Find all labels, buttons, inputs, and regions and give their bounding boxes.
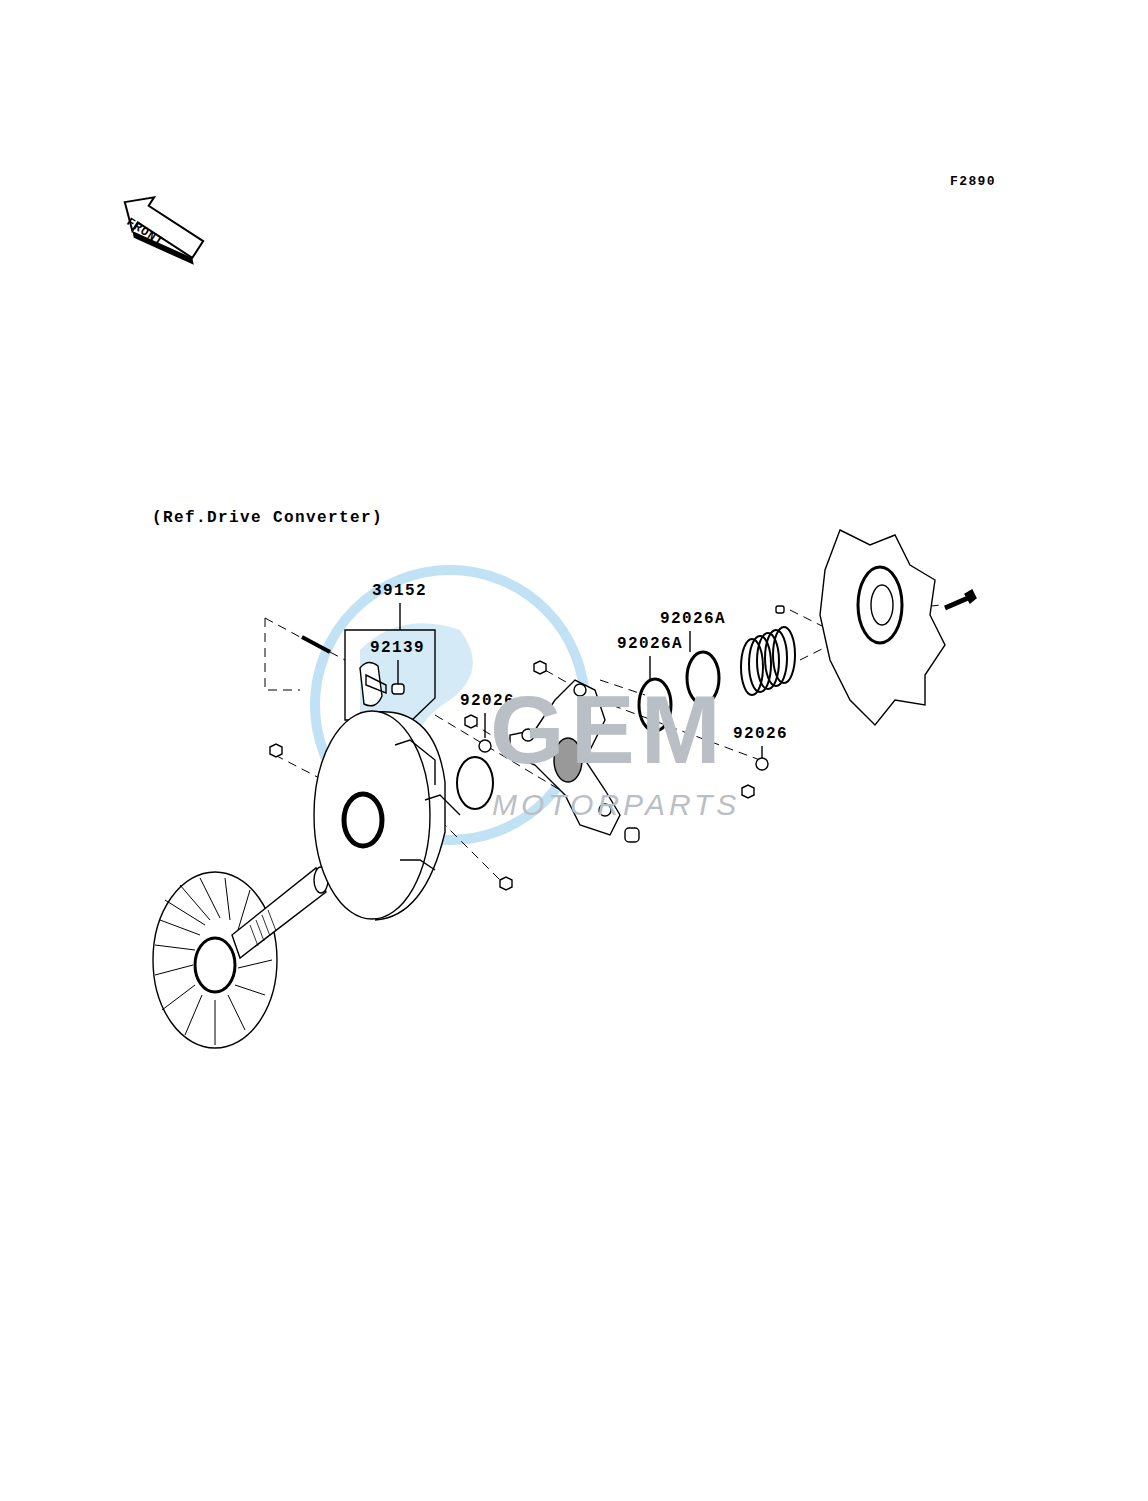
figure-code: F2890: [950, 175, 996, 188]
callout-number: 92026A: [660, 611, 726, 627]
callout-number: 92026: [733, 726, 788, 742]
callout-number: 92139: [370, 640, 425, 656]
callout-number: 39152: [372, 583, 427, 599]
watermark: MOTORPARTS: [492, 790, 740, 820]
watermark: GEM: [490, 682, 727, 778]
callout-number: 92026A: [617, 636, 683, 652]
reference-note: (Ref.Drive Converter): [152, 510, 383, 526]
